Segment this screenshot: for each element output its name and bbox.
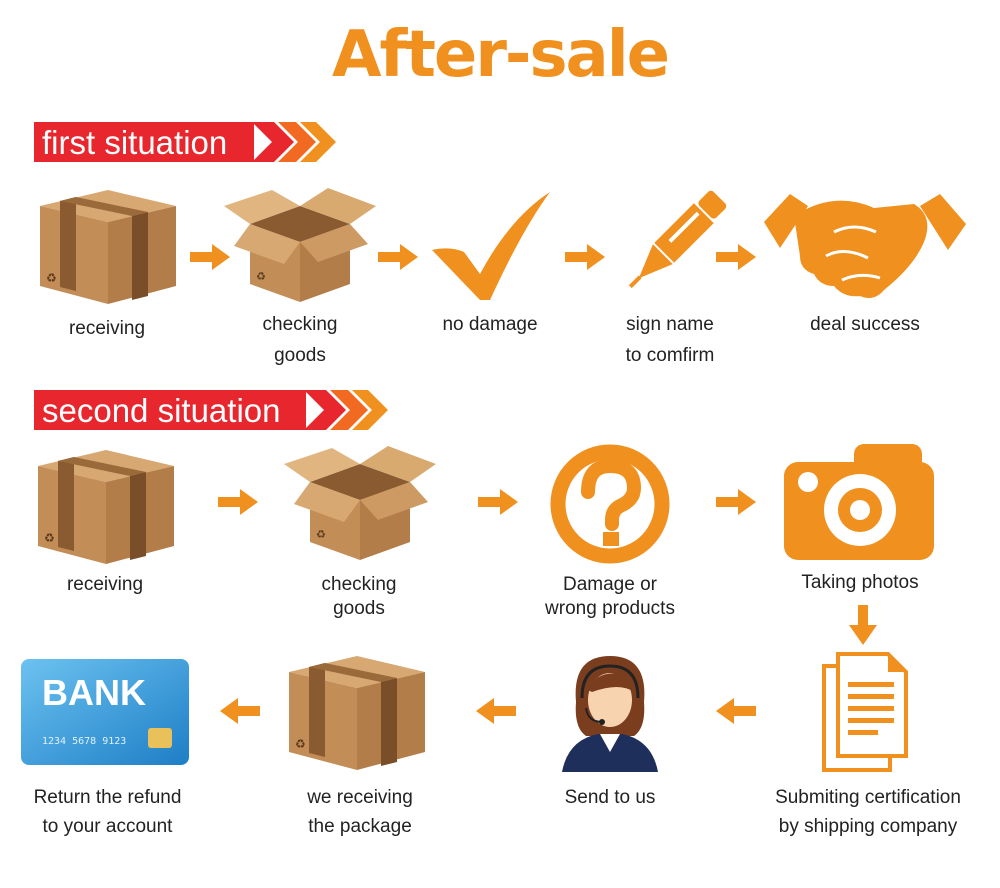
step-label: Damage or wrong products [545, 574, 675, 619]
checkmark-icon [430, 190, 550, 302]
open-box-icon: ♻ [280, 442, 440, 564]
closed-box-icon: ♻ [36, 186, 181, 306]
open-box-icon: ♻ [220, 184, 380, 306]
chevron-arrows-icon [304, 390, 388, 430]
step-label: checking goods [321, 574, 397, 619]
step-label: we receiving the package [307, 787, 413, 837]
arrow-right-icon [716, 244, 756, 270]
second-situation-banner: second situation [34, 390, 388, 430]
svg-text:♻: ♻ [256, 271, 266, 283]
camera-icon [784, 444, 936, 562]
step-label: Taking photos [801, 572, 919, 593]
arrow-left-icon [220, 698, 260, 724]
document-icon [820, 652, 910, 772]
question-mark-icon [550, 444, 670, 564]
support-agent-icon [562, 652, 658, 772]
svg-text:♻: ♻ [46, 271, 57, 285]
bank-card-brand: BANK [42, 672, 146, 713]
chevron-arrows-icon [252, 122, 336, 162]
step-label: deal success [810, 314, 920, 335]
step-label: checking goods [262, 314, 338, 366]
closed-box-icon: ♻ [285, 652, 430, 772]
arrow-right-icon [716, 489, 756, 515]
arrow-down-icon [849, 605, 877, 645]
svg-text:♻: ♻ [44, 531, 55, 545]
arrow-right-icon [190, 244, 230, 270]
first-situation-banner: first situation [34, 122, 336, 162]
svg-text:♻: ♻ [316, 529, 326, 541]
second-situation-heading: second situation [42, 392, 281, 429]
arrow-right-icon [478, 489, 518, 515]
svg-text:♻: ♻ [295, 737, 306, 751]
step-label: no damage [442, 314, 538, 335]
pen-icon [610, 184, 735, 306]
arrow-right-icon [378, 244, 418, 270]
bank-card-icon: BANK 1234 5678 9123 [20, 658, 190, 766]
first-situation-heading: first situation [42, 124, 228, 161]
arrow-right-icon [218, 489, 258, 515]
arrow-right-icon [565, 244, 605, 270]
step-label: sign name to comfirm [625, 314, 715, 366]
step-label: receiving [66, 574, 144, 595]
handshake-icon [764, 186, 966, 304]
page-title: After-sale [331, 18, 670, 92]
bank-card-number: 1234 5678 9123 [42, 736, 127, 747]
arrow-left-icon [476, 698, 516, 724]
step-label: Send to us [564, 787, 656, 808]
step-label: Submiting certification by shipping comp… [775, 787, 961, 837]
closed-box-icon: ♻ [34, 446, 179, 566]
step-label: receiving [68, 318, 146, 339]
step-label: Return the refund to your account [33, 787, 182, 837]
arrow-left-icon [716, 698, 756, 724]
